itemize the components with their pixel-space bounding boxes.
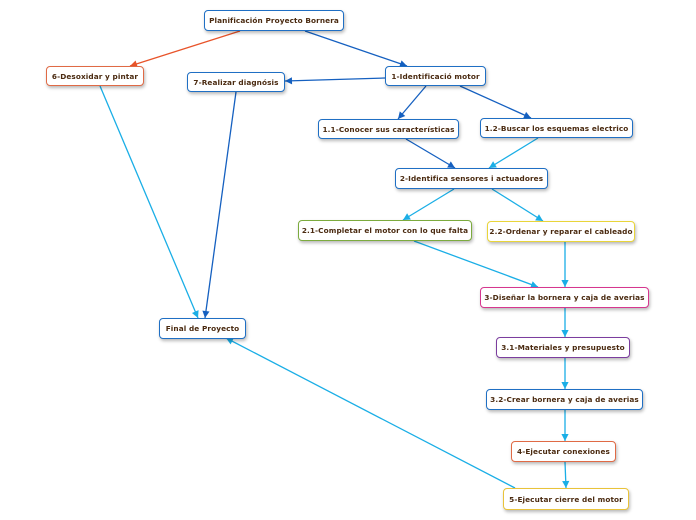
node-ejecutar-cierre-motor[interactable]: 5-Ejecutar cierre del motor: [503, 488, 629, 510]
arrowhead: [561, 382, 569, 389]
arrowhead: [523, 111, 531, 119]
arrowhead: [561, 434, 569, 441]
node-desoxidar-y-pintar[interactable]: 6-Desoxidar y pintar: [46, 66, 144, 86]
arrowhead: [398, 111, 406, 119]
arrowhead: [489, 161, 497, 168]
connector-n7-to-final: [202, 91, 237, 319]
arrowhead: [562, 480, 570, 488]
connector-n4-to-n5: [562, 461, 570, 489]
connector-n3-to-n31: [561, 308, 569, 337]
arrowhead: [561, 280, 569, 287]
connector-n22-to-n3: [561, 242, 569, 287]
node-identificacio-motor[interactable]: 1-Identificació motor: [385, 66, 486, 86]
connector-n21-to-n3: [413, 240, 539, 288]
connector-n32-to-n4: [561, 410, 569, 441]
node-identifica-sensores-actuadores[interactable]: 2-Identifica sensores i actuadores: [395, 168, 548, 189]
arrowhead: [535, 214, 543, 221]
node-realizar-diagnosis[interactable]: 7-Realizar diagnósis: [187, 72, 285, 92]
node-materiales-presupuesto[interactable]: 3.1-Materiales y presupuesto: [496, 337, 630, 358]
connector-n1-to-n7: [284, 77, 386, 85]
connector-root-to-n6: [129, 30, 241, 68]
connector-n2-to-n22: [491, 188, 544, 222]
arrowhead: [561, 330, 569, 337]
connector-root-to-n1: [304, 30, 408, 68]
node-conocer-caracteristicas[interactable]: 1.1-Conocer sus características: [318, 119, 459, 139]
node-planificacion-proyecto-bornera[interactable]: Planificación Proyecto Bornera: [204, 10, 344, 31]
arrowhead: [285, 77, 293, 85]
node-ejecutar-conexiones[interactable]: 4-Ejecutar conexiones: [511, 441, 616, 462]
connector-n1-to-n12: [459, 85, 532, 119]
connector-n2-to-n21: [402, 188, 455, 221]
node-crear-bornera[interactable]: 3.2-Crear bornera y caja de averias: [486, 389, 643, 410]
connector-n5-to-final: [225, 337, 516, 489]
connector-n6-to-final: [99, 85, 199, 319]
node-buscar-esquemas-electrico[interactable]: 1.2-Buscar los esquemas electrico: [480, 118, 633, 138]
node-final-de-proyecto[interactable]: Final de Proyecto: [159, 318, 246, 339]
node-disenar-bornera[interactable]: 3-Diseñar la bornera y caja de averias: [480, 287, 649, 308]
connector-n1-to-n11: [397, 85, 427, 120]
arrowhead: [447, 161, 455, 168]
arrowhead: [530, 281, 538, 288]
node-ordenar-reparar-cableado[interactable]: 2.2-Ordenar y reparar el cableado: [487, 221, 635, 242]
connector-n12-to-n2: [488, 137, 539, 169]
arrowhead: [403, 213, 411, 220]
arrowhead: [226, 338, 234, 345]
arrowhead: [399, 60, 407, 68]
arrowhead: [130, 60, 138, 68]
node-completar-motor[interactable]: 2.1-Completar el motor con lo que falta: [298, 220, 472, 241]
connector-n11-to-n2: [405, 138, 456, 169]
arrowhead: [202, 310, 210, 318]
connector-n31-to-n32: [561, 358, 569, 389]
arrowhead: [191, 310, 199, 318]
